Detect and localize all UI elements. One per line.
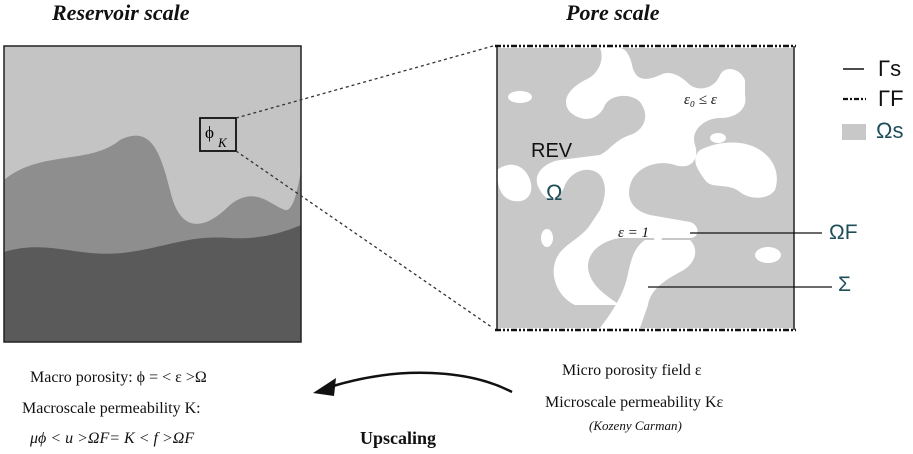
connector-bottom [235,150,494,329]
reservoir-panel: ϕ K [3,45,302,343]
legend-gamma-f: ΓF [878,86,904,111]
reservoir-scale-title: Reservoir scale [52,0,190,25]
legend-gamma-s: Γs [878,56,902,81]
eps-range-label: ε₀ ≤ ε [684,92,717,108]
upscaling-arrow-head [313,378,336,396]
pore-panel [495,44,832,332]
eps-one-label: ε = 1 [618,225,650,241]
macro-porosity-text: Macro porosity: ϕ = < ε >Ω [30,369,207,386]
pore-channel-main [536,48,746,305]
upscaling-arrow-curve [329,371,513,394]
cell-phi-label: ϕ [205,123,214,142]
pore-isolated-2 [541,229,553,247]
reservoir-cell-box [199,117,237,152]
pore-isolated-5 [654,234,662,242]
pore-isolated-3 [710,133,726,143]
legend-gray-box [842,124,866,140]
pore-channel-right [695,142,777,198]
sigma-label: Σ [838,273,851,296]
pore-scale-title: Pore scale [566,0,660,25]
micro-permeability-text: Microscale permeability Kε [545,394,724,411]
omega-label: Ω [546,180,563,205]
upscaling-label: Upscaling [360,428,437,448]
kozeny-carman-text: (Kozeny Carman) [589,418,682,433]
connector-top [235,45,494,119]
darcy-law-text: μϕ < u >ΩF= K < f >ΩF [30,430,195,447]
cell-k-label: K [217,135,228,150]
reservoir-bottom-layer [4,225,301,342]
pore-isolated-1 [508,91,532,103]
macro-permeability-text: Macroscale permeability K: [22,400,201,417]
pore-channel-left [497,164,532,202]
reservoir-border [3,45,302,343]
pore-isolated-4 [755,247,781,263]
pore-channel-lower [600,240,696,328]
rev-label: REV [531,140,573,162]
omega-f-label: ΩF [829,221,858,244]
micro-porosity-text: Micro porosity field ε [562,362,702,379]
legend-omega-s: Ωs [876,118,904,143]
